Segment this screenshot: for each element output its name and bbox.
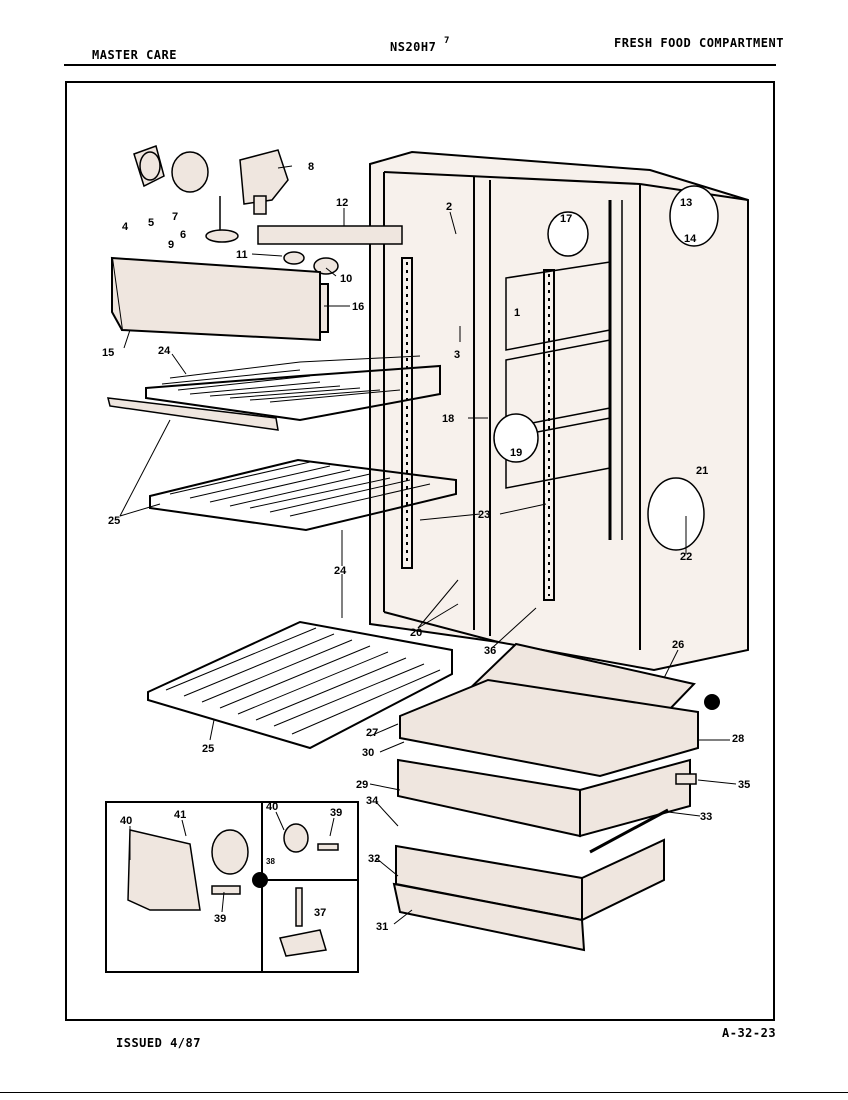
part-label-25b: 25	[202, 743, 214, 755]
part-label-12: 12	[336, 197, 348, 209]
part-label-25a: 25	[108, 515, 120, 527]
diagram-code: A-32-23	[722, 1026, 777, 1040]
detail-circles	[493, 185, 719, 551]
leader-lines	[119, 165, 737, 925]
part-label-40a: 40	[120, 815, 132, 827]
part-label-30: 30	[362, 747, 374, 759]
clip-35	[675, 773, 697, 785]
footer-rule	[0, 1092, 848, 1093]
part-label-4: 4	[122, 221, 129, 233]
cabinet	[369, 150, 749, 672]
part-label-7: 7	[172, 211, 178, 223]
shelf-trim-top	[107, 397, 279, 431]
part-label-10: 10	[340, 273, 352, 285]
wire-shelf-bottom	[147, 620, 453, 750]
part-label-37: 37	[314, 907, 326, 919]
part-label-40b: 40	[266, 801, 278, 813]
center-rail	[543, 269, 555, 601]
part-label-8: 8	[308, 161, 314, 173]
callout-dot-crisper	[704, 694, 720, 710]
part-label-20: 20	[410, 627, 422, 639]
part-label-41: 41	[174, 809, 186, 821]
part-label-21: 21	[696, 465, 708, 477]
wire-shelf-middle	[149, 458, 457, 532]
part-label-28: 28	[732, 733, 744, 745]
part-label-23: 23	[478, 509, 490, 521]
part-label-35: 35	[738, 779, 750, 791]
diagram-frame	[65, 81, 775, 1021]
model-label: NS20H7	[390, 40, 437, 54]
part-label-18: 18	[442, 413, 454, 425]
model-mark: 7	[444, 36, 450, 46]
part-label-24b: 24	[334, 565, 347, 577]
part-label-38: 38	[266, 857, 275, 866]
part-label-13: 13	[680, 197, 692, 209]
part-label-1: 1	[514, 307, 520, 319]
inset-parts	[127, 823, 339, 957]
frame-rail-33	[589, 808, 669, 854]
part-label-26: 26	[672, 639, 684, 651]
part-label-16: 16	[352, 301, 364, 313]
header-rule	[64, 64, 776, 66]
part-label-29: 29	[356, 779, 368, 791]
part-label-5: 5	[148, 217, 154, 229]
part-label-32: 32	[368, 853, 380, 865]
part-label-6: 6	[180, 229, 186, 241]
control-parts	[133, 145, 403, 275]
part-label-31: 31	[376, 921, 388, 933]
part-label-17: 17	[560, 213, 572, 225]
left-rail	[401, 257, 413, 569]
part-label-15: 15	[102, 347, 114, 359]
cover-15	[110, 256, 329, 342]
part-label-36: 36	[484, 645, 496, 657]
part-label-24a: 24	[158, 345, 171, 357]
part-label-2: 2	[446, 201, 452, 213]
part-label-19: 19	[510, 447, 522, 459]
part-label-39a: 39	[330, 807, 342, 819]
cabinet-inner-shelves	[505, 200, 623, 540]
part-label-33: 33	[700, 811, 712, 823]
issued-label: ISSUED 4/87	[116, 1036, 201, 1050]
callout-dot-inset	[252, 872, 268, 888]
part-label-9: 9	[168, 239, 174, 251]
part-label-22: 22	[680, 551, 692, 563]
part-label-39b: 39	[214, 913, 226, 925]
brand-label: MASTER CARE	[92, 48, 177, 62]
part-label-3: 3	[454, 349, 460, 361]
wire-shelf-top	[145, 355, 441, 422]
part-label-14: 14	[684, 233, 697, 245]
crisper-assembly	[392, 642, 699, 952]
part-label-11: 11	[236, 249, 248, 261]
section-label: FRESH FOOD COMPARTMENT	[614, 36, 784, 50]
part-label-34: 34	[366, 795, 379, 807]
part-label-27: 27	[366, 727, 378, 739]
